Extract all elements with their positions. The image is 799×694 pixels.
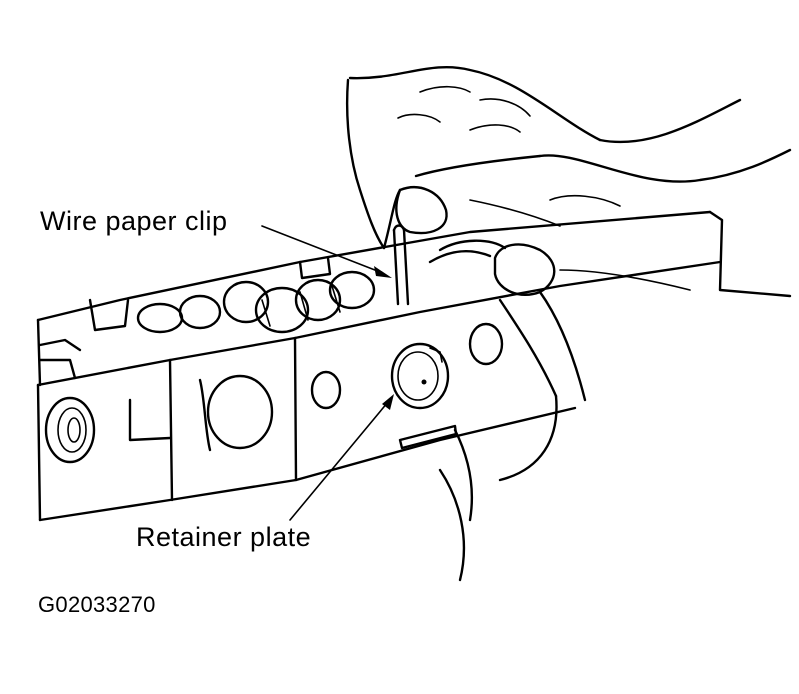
valve-body: [36, 210, 792, 522]
wire-paper-clip-label: Wire paper clip: [40, 206, 228, 236]
spool-valves: [136, 239, 507, 334]
leader-lines: [261, 225, 394, 521]
figure-id-label: G02033270: [38, 592, 156, 617]
lower-hand: [438, 199, 691, 582]
retainer-plate-label: Retainer plate: [136, 522, 312, 552]
front-face-holes: [44, 322, 504, 464]
bottom-tab: [398, 424, 458, 450]
retainer-plate: [390, 342, 450, 410]
wire-paper-clip: [392, 224, 410, 306]
upper-hand: [345, 66, 792, 250]
